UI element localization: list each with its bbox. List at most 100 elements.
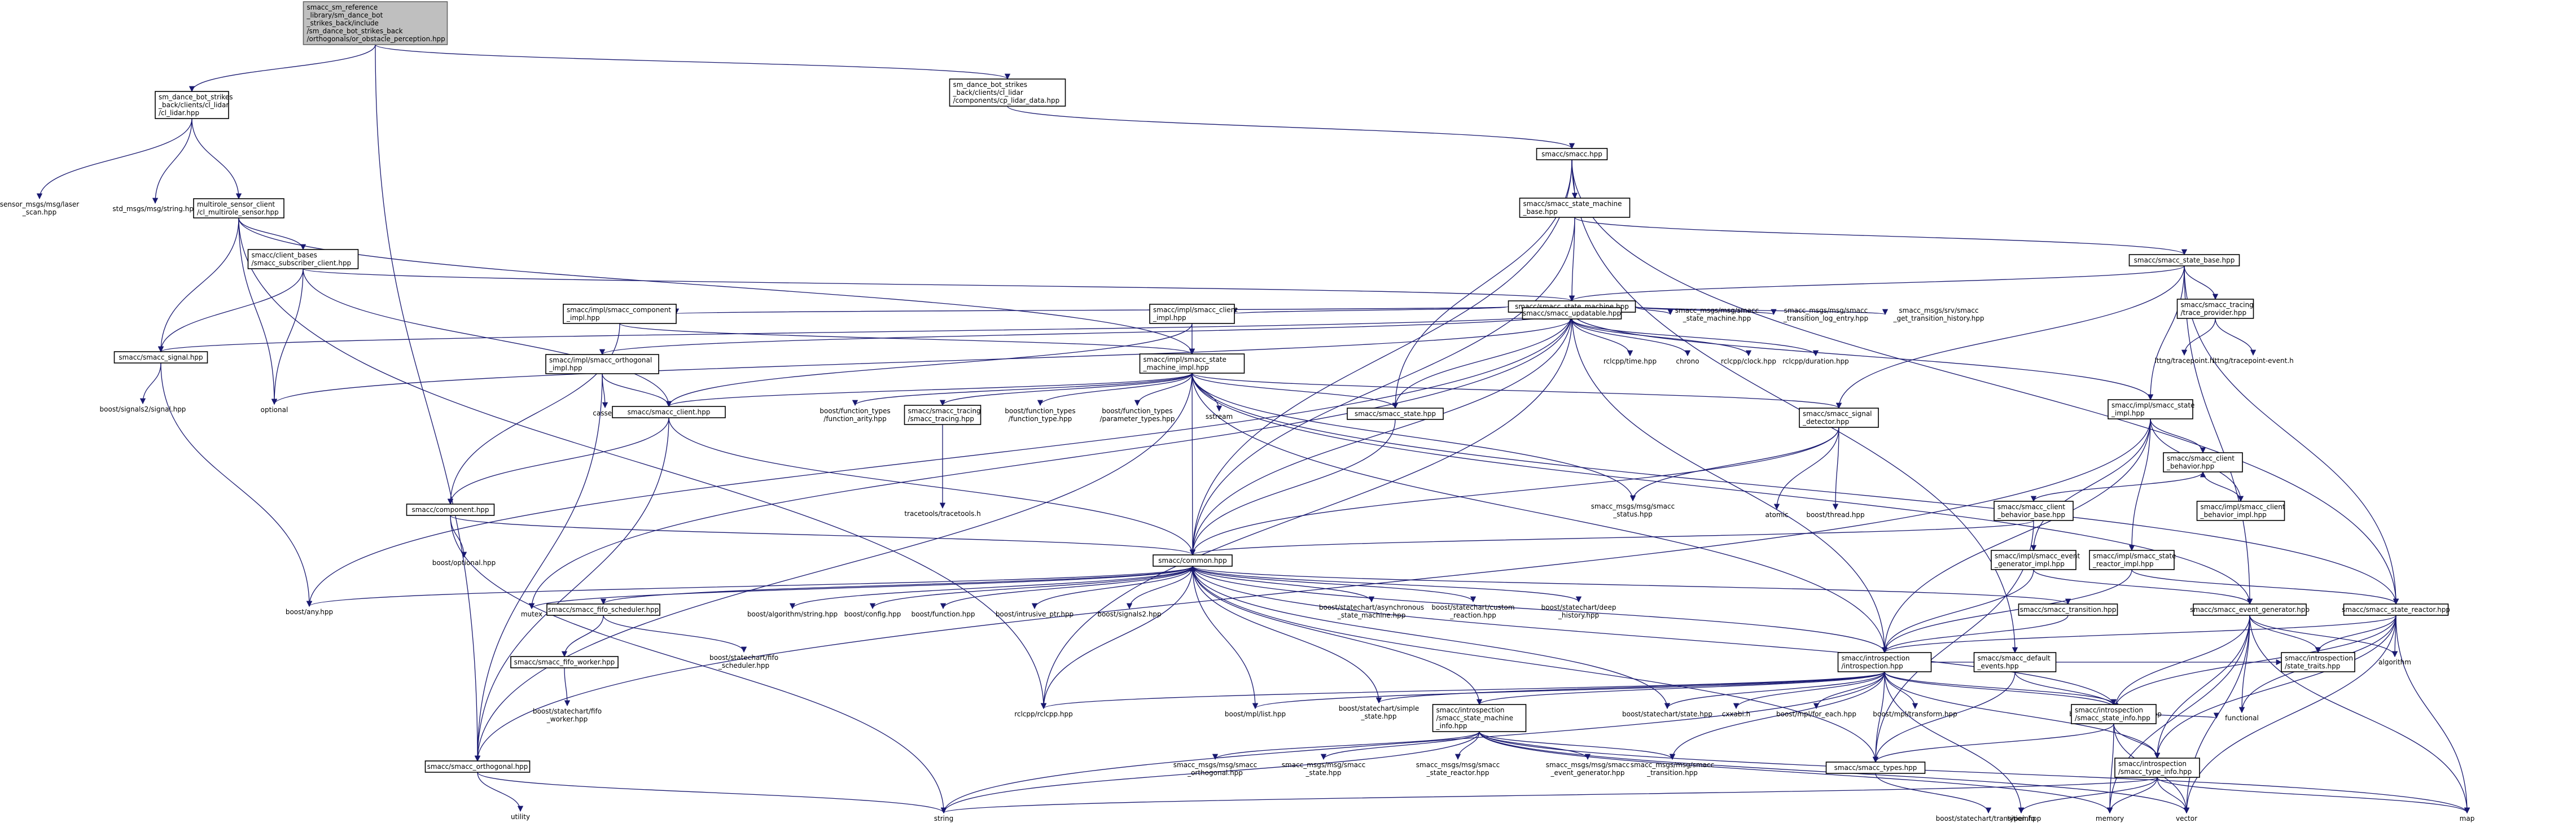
node-smi[interactable]: smacc/impl/smacc_state_machine_impl.hpp — [1139, 353, 1245, 374]
node-sstream[interactable]: sstream — [1197, 411, 1242, 422]
node-state-hpp[interactable]: smacc/smacc_state.hpp — [1347, 408, 1444, 420]
node-box — [1994, 501, 2074, 521]
node-boost-config[interactable]: boost/config.hpp — [839, 609, 906, 620]
node-component-hpp[interactable]: smacc/component.hpp — [406, 504, 495, 516]
edge-introspection-to-mpl-foreach — [1813, 671, 1885, 710]
node-fifo-worker[interactable]: smacc/smacc_fifo_worker.hpp — [510, 656, 619, 668]
node-msg-orthogonal[interactable]: smacc_msgs/msg/smacc_orthogonal.hpp — [1170, 759, 1260, 778]
node-msg-status[interactable]: smacc_msgs/msg/smacc_status.hpp — [1591, 501, 1675, 520]
node-evgen-impl[interactable]: smacc/impl/smacc_event_generator_impl.hp… — [1991, 550, 2080, 570]
node-simple-state[interactable]: boost/statechart/simple_state.hpp — [1337, 703, 1421, 722]
node-smacc-hpp[interactable]: smacc/smacc.hpp — [1536, 148, 1608, 160]
node-tracepoint[interactable]: lttng/tracepoint.h — [2153, 355, 2215, 366]
node-orthogonal-impl[interactable]: smacc/impl/smacc_orthogonal_impl.hpp — [545, 354, 659, 374]
node-mpl-transform[interactable]: boost/mpl/transform.hpp — [1872, 708, 1959, 720]
node-client-impl[interactable]: smacc/impl/smacc_client_impl.hpp — [1149, 304, 1238, 324]
node-typeinfo[interactable]: typeinfo — [1999, 813, 2044, 824]
node-rclcpp[interactable]: rclcpp/rclcpp.hpp — [1006, 708, 1082, 720]
node-optional[interactable]: optional — [252, 404, 297, 415]
node-laser-scan[interactable]: sensor_msgs/msg/laser_scan.hpp — [0, 199, 79, 218]
node-rcl-time[interactable]: rclcpp/time.hpp — [1599, 356, 1661, 367]
node-sm-base[interactable]: smacc/smacc_state_machine_base.hpp — [1519, 198, 1631, 218]
node-state-traits[interactable]: smacc/introspection/state_traits.hpp — [2281, 652, 2355, 672]
node-state-reactor[interactable]: smacc/smacc_state_reactor.hpp — [2342, 603, 2450, 616]
node-types-hpp[interactable]: smacc/smacc_types.hpp — [1825, 762, 1926, 774]
node-tracing-provider[interactable]: smacc/smacc_tracing/trace_provider.hpp — [2176, 299, 2254, 319]
node-srv-hist[interactable]: smacc_msgs/srv/smacc_get_transition_hist… — [1885, 305, 1992, 324]
node-root[interactable]: smacc_sm_reference_library/sm_dance_bot_… — [303, 1, 448, 45]
node-client-behavior[interactable]: smacc/smacc_client_behavior.hpp — [2163, 452, 2243, 472]
node-component-impl[interactable]: smacc/impl/smacc_component_impl.hpp — [563, 304, 677, 324]
node-client-hpp[interactable]: smacc/smacc_client.hpp — [612, 406, 726, 418]
node-utility[interactable]: utility — [501, 811, 540, 822]
node-tracing-hpp[interactable]: smacc/smacc_tracing/smacc_tracing.hpp — [904, 405, 982, 425]
node-sc-fifo-sched[interactable]: boost/statechart/fifo_scheduler.hpp — [702, 652, 786, 671]
node-algorithm[interactable]: algorithm — [2372, 657, 2417, 668]
node-msg-sm[interactable]: smacc_msgs/msg/smacc_state_machine.hpp — [1671, 305, 1764, 324]
node-cb-base[interactable]: smacc/smacc_client_behavior_base.hpp — [1994, 501, 2074, 521]
node-string[interactable]: string — [924, 813, 963, 824]
node-tracetools[interactable]: tracetools/tracetools.h — [900, 508, 985, 519]
node-orthogonal-hpp[interactable]: smacc/smacc_orthogonal.hpp — [424, 760, 531, 773]
edge-smi-to-state-reactor — [1191, 373, 2399, 605]
node-msg-state[interactable]: smacc_msgs/msg/smacc_state.hpp — [1281, 759, 1366, 778]
node-cassert[interactable]: cassert — [585, 408, 625, 419]
node-msg-reactor[interactable]: smacc_msgs/msg/smacc_state_reactor.hpp — [1413, 759, 1503, 778]
node-intrusive-ptr[interactable]: boost/intrusive_ptr.hpp — [992, 609, 1077, 620]
node-algo-string[interactable]: boost/algorithm/string.hpp — [743, 609, 842, 620]
node-fifo-sched[interactable]: smacc/smacc_fifo_scheduler.hpp — [546, 603, 660, 616]
node-mpl-foreach[interactable]: boost/mpl/for_each.hpp — [1774, 708, 1859, 720]
node-rcl-duration[interactable]: rclcpp/duration.hpp — [1779, 356, 1852, 367]
node-fa-arity[interactable]: boost/function_types/function_arity.hpp — [817, 405, 893, 425]
node-custom-reaction[interactable]: boost/statechart/custom_reaction.hpp — [1431, 602, 1515, 621]
node-transition-hpp[interactable]: smacc/smacc_transition.hpp — [2018, 603, 2118, 616]
node-sc-state[interactable]: boost/statechart/state.hpp — [1619, 708, 1715, 720]
node-chrono[interactable]: chrono — [1668, 356, 1707, 367]
edge-multirole-to-rclcpp — [238, 217, 1047, 710]
node-signal-detector[interactable]: smacc/smacc_signal_detector.hpp — [1799, 408, 1879, 428]
node-cl-lidar[interactable]: sm_dance_bot_strikes_back/clients/cl_lid… — [155, 91, 233, 119]
node-rcl-clock[interactable]: rclcpp/clock.hpp — [1718, 356, 1780, 367]
node-functional[interactable]: functional — [2216, 712, 2267, 724]
node-multirole[interactable]: multirole_sensor_client/cl_multirole_sen… — [193, 198, 284, 218]
node-async-sm[interactable]: boost/statechart/asynchronous_state_mach… — [1319, 602, 1424, 621]
node-sc-transition[interactable]: boost/statechart/transition.hpp — [1935, 813, 2042, 824]
node-map[interactable]: map — [2450, 813, 2484, 824]
node-tracepoint-event[interactable]: lttng/tracepoint-event.h — [2210, 355, 2297, 366]
node-cxxabi[interactable]: cxxabi.h — [1716, 708, 1756, 720]
node-mpl-list[interactable]: boost/mpl/list.hpp — [1221, 708, 1289, 720]
node-ft-param[interactable]: boost/function_types/parameter_types.hpp — [1097, 405, 1179, 425]
node-memory[interactable]: memory — [2090, 813, 2130, 824]
node-vector[interactable]: vector — [2167, 813, 2206, 824]
node-sm-info[interactable]: smacc/introspection/smacc_state_machine_… — [1432, 704, 1527, 732]
node-boost-optional[interactable]: boost/optional.hpp — [429, 557, 500, 568]
node-event-generator[interactable]: smacc/smacc_event_generator.hpp — [2190, 603, 2310, 616]
node-common[interactable]: smacc/common.hpp — [1153, 554, 1233, 567]
node-boost-signals2[interactable]: boost/signals2.hpp — [1093, 609, 1166, 620]
node-cp-lidar[interactable]: sm_dance_bot_strikes_back/clients/cl_lid… — [949, 78, 1066, 107]
node-updatable[interactable]: smacc/smacc_updatable.hpp — [1522, 307, 1622, 320]
node-msg-evgen[interactable]: smacc_msgs/msg/smacc_event_generator.hpp — [1541, 759, 1635, 778]
node-std-string[interactable]: std_msgs/msg/string.hpp — [107, 203, 203, 215]
node-state-info[interactable]: smacc/introspection/smacc_state_info.hpp — [2071, 704, 2157, 724]
node-type-info[interactable]: smacc/introspection/smacc_type_info.hpp — [2114, 758, 2200, 778]
node-boost-function[interactable]: boost/function.hpp — [909, 609, 977, 620]
node-signal[interactable]: smacc/smacc_signal.hpp — [113, 351, 208, 364]
node-cb-impl[interactable]: smacc/impl/smacc_client_behavior_impl.hp… — [2196, 501, 2285, 521]
node-msg-tlog[interactable]: smacc_msgs/msg/smacc_transition_log_entr… — [1774, 305, 1878, 324]
node-signals2[interactable]: boost/signals2/signal.hpp — [99, 404, 187, 415]
node-introspection[interactable]: smacc/introspection/introspection.hpp — [1837, 652, 1932, 672]
node-reactor-impl[interactable]: smacc/impl/smacc_state_reactor_impl.hpp — [2089, 550, 2176, 570]
node-ft-type[interactable]: boost/function_types/function_type.hpp — [1002, 405, 1079, 425]
node-boost-thread[interactable]: boost/thread.hpp — [1800, 509, 1871, 520]
node-subscriber[interactable]: smacc/client_bases/smacc_subscriber_clie… — [247, 249, 359, 269]
node-atomic[interactable]: atomic — [1757, 509, 1797, 520]
node-mutex[interactable]: mutex — [512, 609, 551, 620]
node-default-events[interactable]: smacc/smacc_default_events.hpp — [1973, 652, 2057, 672]
node-state-base[interactable]: smacc/smacc_state_base.hpp — [2128, 254, 2240, 266]
node-state-impl[interactable]: smacc/impl/smacc_state_impl.hpp — [2108, 399, 2194, 419]
node-deep-history[interactable]: boost/statechart/deep_history.hpp — [1538, 602, 1620, 621]
node-boost-any[interactable]: boost/any.hpp — [277, 606, 342, 618]
node-msg-transition[interactable]: smacc_msgs/msg/smacc_transition.hpp — [1627, 759, 1718, 778]
node-sc-fifo-worker[interactable]: boost/statechart/fifo_worker.hpp — [525, 706, 610, 725]
